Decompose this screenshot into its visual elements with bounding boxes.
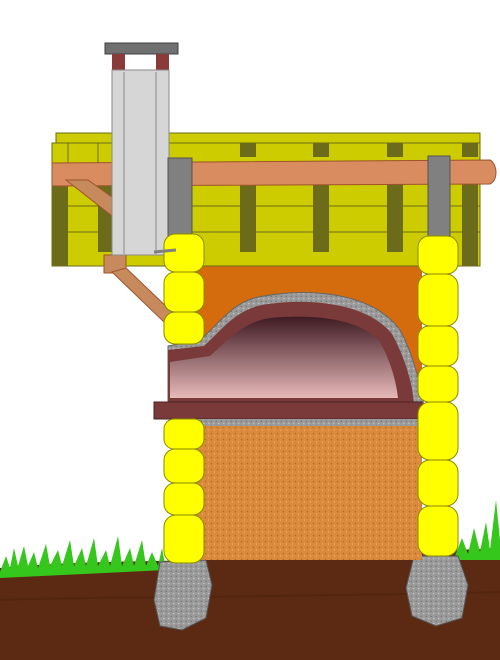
log-post-icon <box>417 401 459 461</box>
roof-batten <box>52 182 68 266</box>
log-post-icon <box>163 418 205 450</box>
roof-batten-top <box>462 143 478 157</box>
roof-batten <box>240 182 256 252</box>
roof-batten-top <box>67 142 99 166</box>
roof-batten <box>387 182 403 252</box>
log-post-icon <box>417 365 459 403</box>
stone-foundation-right <box>405 555 469 627</box>
roof-batten <box>313 182 329 252</box>
log-post-icon <box>417 505 459 557</box>
hearth-slab <box>153 401 423 420</box>
log-post-icon <box>163 271 205 313</box>
log-post-icon <box>417 273 459 327</box>
chimney-flue <box>111 69 170 256</box>
chimney-brick-left <box>112 54 125 74</box>
grass-icon <box>0 500 500 578</box>
stone-foundation-icon <box>153 559 213 631</box>
log-post-right <box>417 235 459 557</box>
log-post-icon <box>417 459 459 507</box>
log-post-icon <box>163 233 205 273</box>
slab-stone-layer <box>196 419 422 426</box>
log-post-icon <box>163 482 205 516</box>
log-post-left <box>163 233 205 564</box>
roof-batten-top <box>313 143 329 157</box>
log-post-icon <box>417 235 459 275</box>
log-post-icon <box>163 448 205 484</box>
oven-cavity <box>170 316 398 398</box>
roof-batten-top <box>240 143 256 157</box>
support-post-right <box>427 155 451 243</box>
log-post-icon <box>417 325 459 367</box>
log-post-icon <box>163 514 205 564</box>
roof-batten-top <box>387 143 403 157</box>
stone-foundation-left <box>153 559 213 631</box>
oven-icon <box>167 292 425 409</box>
chimney-cap <box>104 42 179 55</box>
sand-fill <box>196 424 422 560</box>
chimney-icon <box>104 42 179 256</box>
stone-foundation-icon <box>405 555 469 627</box>
log-post-icon <box>163 311 205 345</box>
post-connector <box>153 248 177 254</box>
roof-batten <box>462 182 478 266</box>
chimney-brick-right <box>156 54 169 74</box>
